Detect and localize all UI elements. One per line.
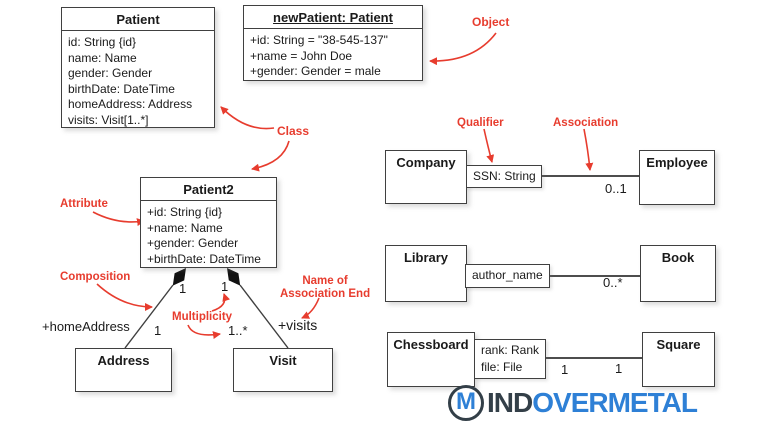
attribute-line: visits: Visit[1..*]: [68, 112, 149, 127]
class-title-square: Square: [656, 337, 701, 352]
attribute-line: id: String {id}: [68, 35, 137, 49]
annotation-class: Class: [277, 124, 310, 138]
class-box-visit: Visit: [233, 348, 333, 392]
object-box-newpatient: newPatient: Patient +id: String = "38-54…: [243, 5, 423, 81]
class-title-library: Library: [403, 250, 449, 265]
qualifier-arrow: [483, 128, 495, 163]
annotation-association-end: Name of Association End: [280, 275, 370, 301]
class-box-patient: Patient id: String {id} name: Name gende…: [61, 7, 215, 128]
class-title-book: Book: [661, 250, 695, 265]
attribute-line: homeAddress: Address: [68, 97, 193, 111]
logo-text-dark: IND: [487, 387, 533, 418]
attribute-line: +id: String {id}: [147, 205, 223, 219]
logo-text: INDOVERMETAL: [487, 387, 698, 419]
indovermetal-logo: M INDOVERMETAL: [448, 385, 698, 421]
multiplicity-comp-right: 1: [221, 279, 229, 294]
class-title-patient2: Patient2: [141, 178, 276, 201]
object-title-newpatient: newPatient: Patient: [244, 6, 422, 29]
class-title-company: Company: [396, 155, 456, 170]
composition-arrow: [96, 283, 153, 311]
attribute-line: +gender: Gender = male: [250, 64, 381, 78]
class-box-library: Library: [385, 245, 467, 302]
composition-diamond-address: [172, 268, 186, 286]
role-label-homeaddress: +homeAddress: [42, 319, 130, 334]
annotation-attribute: Attribute: [60, 198, 108, 210]
composition-line-address: [124, 284, 174, 349]
attribute-line: name: Name: [68, 50, 137, 65]
multiplicity-book-end: 0..*: [603, 275, 623, 290]
class-arrow-to-patient: [220, 106, 275, 130]
attribute-line: +birthDate: DateTime: [147, 251, 261, 266]
qualifier-box-ssn: SSN: String: [466, 165, 542, 188]
object-arrow: [429, 32, 497, 66]
multiplicity-address-end: 1: [154, 323, 162, 338]
attribute-line: birthDate: DateTime: [68, 81, 175, 96]
multiplicity-arrow-down: [187, 324, 221, 339]
association-arrow: [583, 128, 594, 171]
class-arrow-to-patient2: [251, 140, 290, 172]
class-box-chessboard: Chessboard: [387, 332, 475, 387]
class-title-address: Address: [97, 353, 150, 368]
multiplicity-square-right: 1: [615, 361, 623, 376]
attribute-line: +gender: Gender: [147, 236, 239, 250]
composition-line-visit: [239, 284, 289, 349]
attribute-line: gender: Gender: [68, 66, 153, 80]
class-box-company: Company: [385, 150, 467, 204]
qualifier-line-rank: rank: Rank: [481, 343, 540, 357]
annotation-object: Object: [472, 15, 510, 29]
class-title-patient: Patient: [62, 8, 214, 31]
class-title-visit: Visit: [269, 353, 297, 368]
class-attributes-patient2: +id: String {id} +name: Name +gender: Ge…: [141, 201, 276, 271]
class-title-chessboard: Chessboard: [393, 337, 469, 352]
annotation-multiplicity: Multiplicity: [172, 311, 233, 323]
object-attributes-newpatient: +id: String = "38-545-137" +name = John …: [244, 29, 422, 84]
multiplicity-comp-left: 1: [179, 281, 187, 296]
class-box-book: Book: [640, 245, 716, 302]
attribute-arrow: [92, 211, 145, 227]
composition-diamond-visit: [227, 268, 241, 286]
class-box-square: Square: [642, 332, 715, 387]
logo-m-letter: M: [456, 388, 476, 415]
qualifier-box-rank-file: rank: Rank file: File: [474, 339, 546, 379]
multiplicity-square-left: 1: [561, 362, 569, 377]
annotation-association-end-line2: Association End: [280, 288, 371, 300]
qualifier-line-file: file: File: [481, 360, 523, 374]
annotation-association-end-line1: Name of: [302, 275, 348, 287]
association-end-arrow: [301, 297, 320, 319]
annotation-composition: Composition: [60, 271, 131, 283]
attribute-line: +name = John Doe: [250, 48, 353, 63]
attribute-line: +id: String = "38-545-137": [250, 33, 388, 47]
annotation-association: Association: [553, 117, 619, 129]
class-attributes-patient: id: String {id} name: Name gender: Gende…: [62, 31, 214, 132]
logo-text-blue: OVERMETAL: [532, 387, 698, 418]
class-title-employee: Employee: [646, 155, 708, 170]
multiplicity-arrow-up: [211, 293, 231, 312]
logo-m-icon: M: [448, 385, 484, 421]
class-box-patient2: Patient2 +id: String {id} +name: Name +g…: [140, 177, 277, 268]
annotation-qualifier: Qualifier: [457, 117, 504, 129]
qualifier-box-author-name: author_name: [465, 264, 550, 288]
multiplicity-visit-end: 1..*: [228, 323, 248, 338]
role-label-visits: +visits: [278, 317, 318, 333]
class-box-address: Address: [75, 348, 172, 392]
attribute-line: +name: Name: [147, 220, 223, 235]
multiplicity-employee-end: 0..1: [605, 181, 627, 196]
class-box-employee: Employee: [639, 150, 715, 205]
